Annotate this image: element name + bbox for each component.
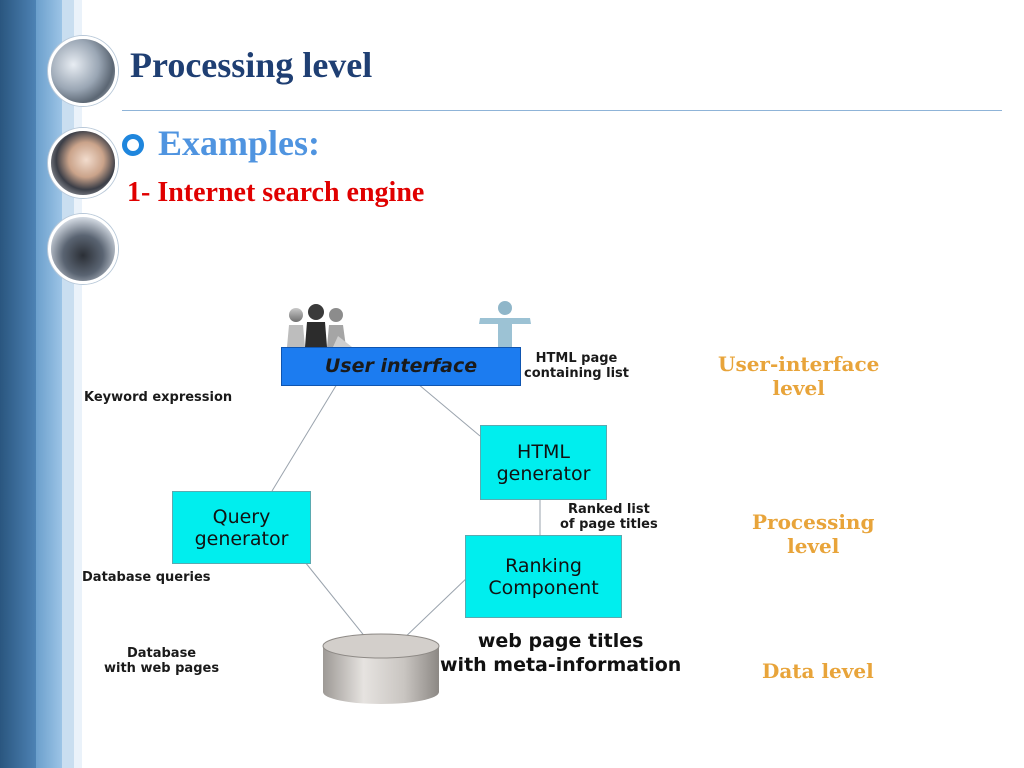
- decorative-photo-1: [48, 36, 118, 106]
- left-bar-lightest: [74, 0, 82, 768]
- query-generator-box: Query generator: [172, 491, 311, 564]
- database-icon: [322, 633, 440, 704]
- label-database: Database with web pages: [104, 646, 220, 676]
- connector-db-ranking: [399, 574, 471, 643]
- people-group-icon: [287, 304, 352, 347]
- left-bar-mid: [36, 0, 62, 768]
- user-interface-box: User interface: [281, 347, 521, 386]
- label-database-queries: Database queries: [82, 570, 211, 585]
- slide-title: Processing level: [130, 45, 373, 85]
- connector-query-db: [304, 561, 371, 644]
- html-generator-label: HTML generator: [496, 440, 591, 485]
- decorative-photo-3: [48, 214, 118, 284]
- left-bar-dark: [0, 0, 36, 768]
- query-generator-label: Query generator: [194, 505, 289, 550]
- decorative-photo-2: [48, 128, 118, 198]
- title-divider: [122, 110, 1002, 111]
- label-html-page: HTML page containing list: [524, 351, 629, 381]
- ranking-component-label: Ranking Component: [488, 554, 599, 599]
- bullet-examples: Examples:: [158, 123, 320, 163]
- level-processing: Processing level: [752, 510, 875, 558]
- slide-subtitle: 1- Internet search engine: [127, 177, 425, 208]
- level-data: Data level: [762, 659, 874, 683]
- html-generator-box: HTML generator: [480, 425, 607, 500]
- label-web-page-titles: web page titles with meta-information: [440, 630, 682, 676]
- label-ranked-list: Ranked list of page titles: [560, 502, 658, 532]
- connector-ui-html: [417, 383, 481, 437]
- bullet-icon: [122, 134, 144, 156]
- connector-ui-query: [271, 383, 338, 492]
- ranking-component-box: Ranking Component: [465, 535, 622, 618]
- person-icon: [479, 301, 531, 347]
- level-user-interface: User-interface level: [718, 352, 880, 400]
- label-keyword-expression: Keyword expression: [84, 390, 233, 405]
